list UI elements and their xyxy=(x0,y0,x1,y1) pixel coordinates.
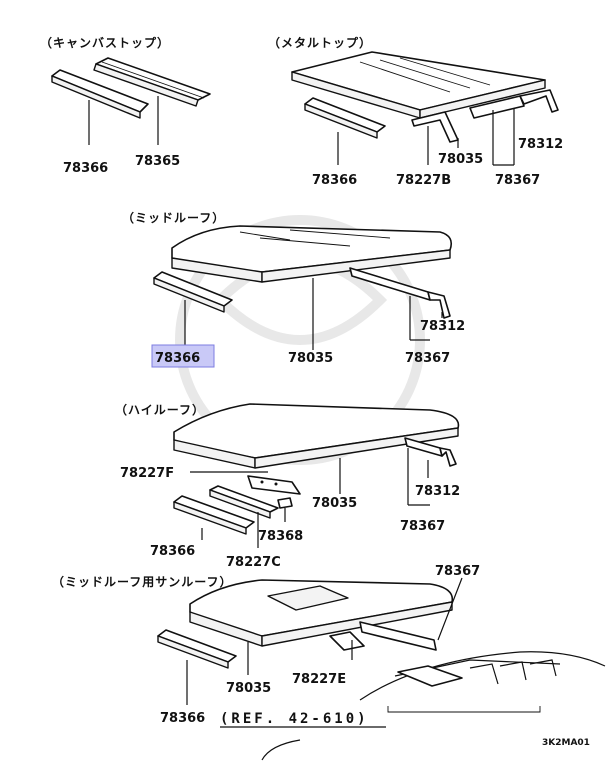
part-78366-metal[interactable] xyxy=(304,97,386,139)
reference-text: (REF. 42-610) xyxy=(220,711,369,727)
label-canvas-78365: 78365 xyxy=(135,154,180,169)
part-78035-mid-roof[interactable] xyxy=(171,225,453,283)
label-high-78368: 78368 xyxy=(258,529,303,544)
part-78366-canvas[interactable] xyxy=(51,69,149,119)
section-title-metal-top: （メタルトップ） xyxy=(268,35,372,50)
part-78366-sunroof[interactable] xyxy=(157,629,237,669)
section-title-high-roof: （ハイルーフ） xyxy=(115,402,205,417)
part-78312-metal[interactable] xyxy=(519,89,559,113)
diagram-code: 3K2MA01 xyxy=(542,738,590,748)
part-78312-mid[interactable] xyxy=(427,291,451,319)
label-metal-78312: 78312 xyxy=(518,137,563,152)
part-78366-high[interactable] xyxy=(173,495,255,535)
label-canvas-78366: 78366 xyxy=(63,161,108,176)
part-78368-high[interactable] xyxy=(277,497,293,509)
section-title-mid-roof: （ミッドルーフ） xyxy=(122,210,225,225)
part-78035-sunroof-roof[interactable] xyxy=(189,579,454,647)
label-high-78227C: 78227C xyxy=(226,555,281,570)
label-sun-78227E: 78227E xyxy=(292,672,346,687)
label-mid-78312: 78312 xyxy=(420,319,465,334)
label-high-78367: 78367 xyxy=(400,519,445,534)
part-78366-mid[interactable] xyxy=(153,271,233,313)
label-mid-78367: 78367 xyxy=(405,351,450,366)
part-78227C-high[interactable] xyxy=(209,485,279,519)
vehicle-outline xyxy=(261,651,606,761)
part-78227B-metal[interactable] xyxy=(411,111,459,143)
label-metal-78035: 78035 xyxy=(438,152,483,167)
label-mid-78366[interactable]: 78366 xyxy=(155,351,200,366)
part-78227F-high[interactable] xyxy=(247,475,301,495)
label-high-78035: 78035 xyxy=(312,496,357,511)
label-metal-78227B: 78227B xyxy=(396,173,451,188)
label-sun-78035: 78035 xyxy=(226,681,271,696)
section-title-canvas-top: （キャンバストップ） xyxy=(40,35,170,50)
highlight-mid-78366 xyxy=(151,344,215,368)
part-78035-high-roof[interactable] xyxy=(173,403,460,469)
part-78365-canvas[interactable] xyxy=(93,57,211,107)
label-high-78312: 78312 xyxy=(415,484,460,499)
label-sun-78366: 78366 xyxy=(160,711,205,726)
part-78367-metal[interactable] xyxy=(469,95,525,119)
label-high-78366: 78366 xyxy=(150,544,195,559)
label-sun-78367: 78367 xyxy=(435,564,480,579)
label-metal-78366: 78366 xyxy=(312,173,357,188)
label-high-78227F: 78227F xyxy=(120,466,174,481)
section-title-mid-roof-sunroof: （ミッドルーフ用サンルーフ） xyxy=(52,574,233,589)
part-78312-high[interactable] xyxy=(439,447,457,467)
label-mid-78035: 78035 xyxy=(288,351,333,366)
part-78367-sunroof[interactable] xyxy=(359,621,437,651)
label-metal-78367: 78367 xyxy=(495,173,540,188)
part-78227E-sunroof[interactable] xyxy=(329,631,365,651)
